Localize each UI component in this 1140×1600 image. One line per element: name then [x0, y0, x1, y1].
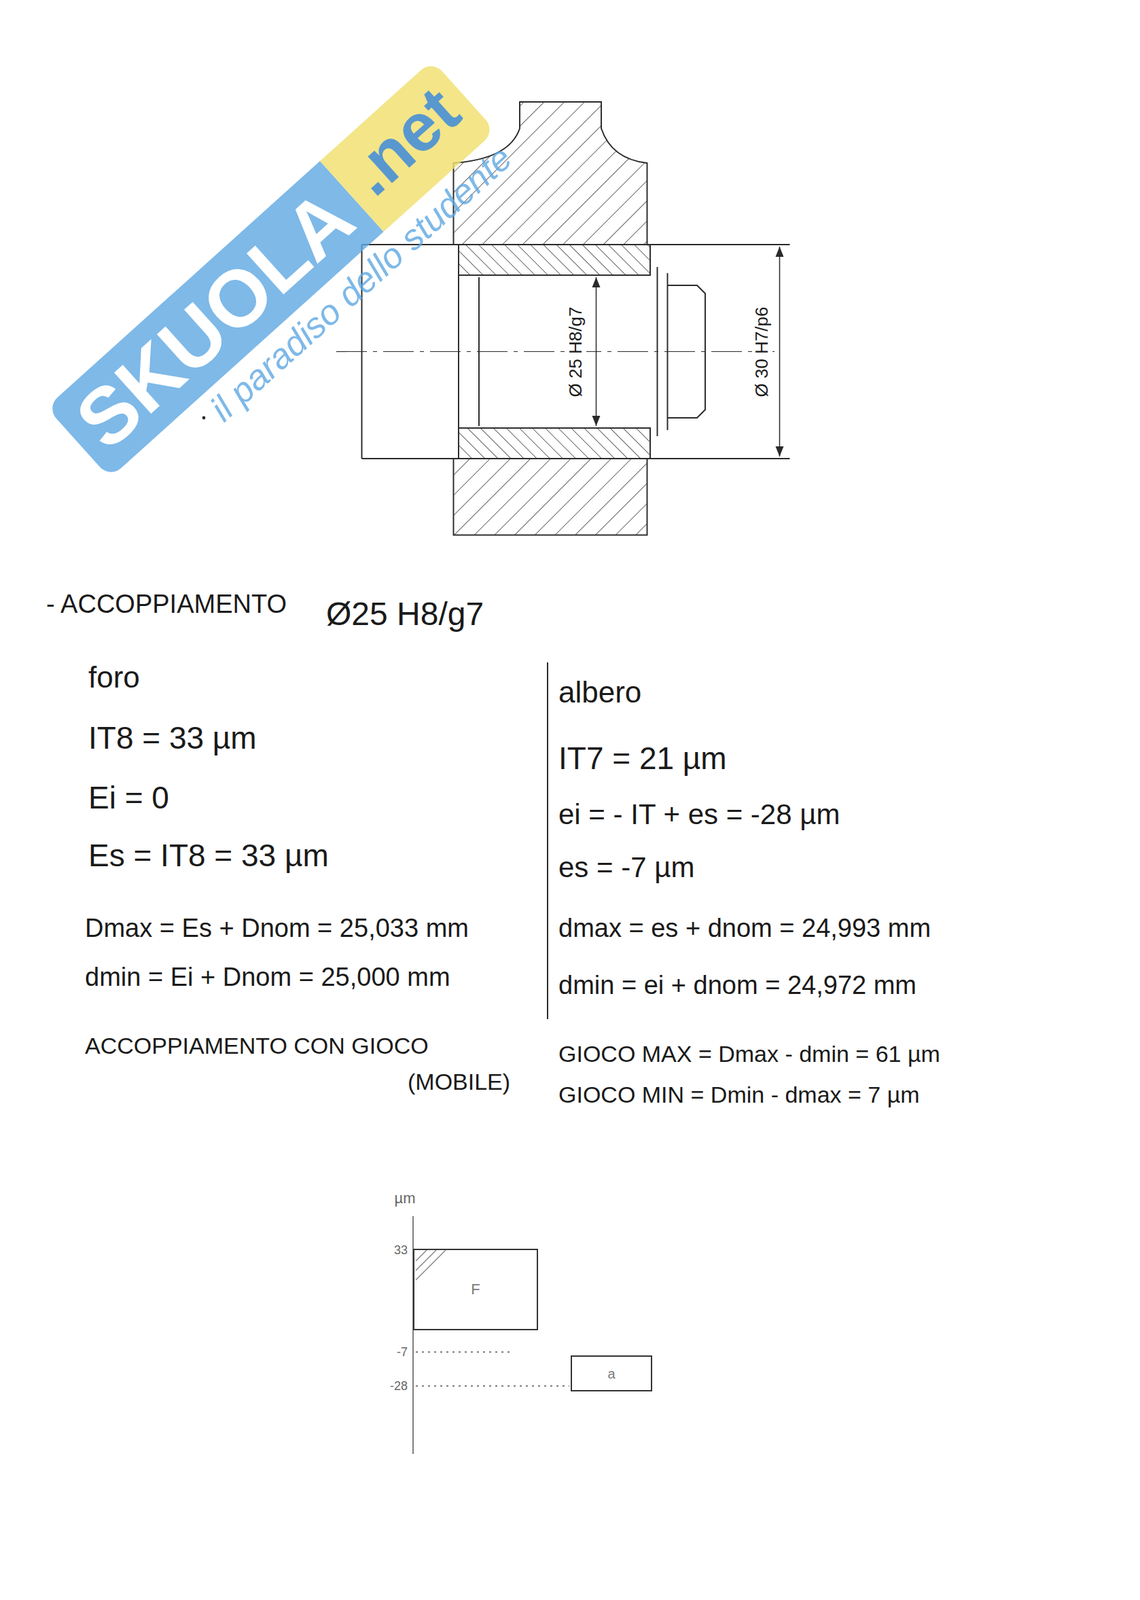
formula: GIOCO MIN = Dmin - dmax = 7 µm [558, 1081, 920, 1109]
dotted-line [415, 1385, 570, 1387]
hatch-mark [415, 1250, 446, 1280]
tolerance-chart [413, 1216, 570, 1454]
notes-lines [546, 662, 549, 1020]
dotted-line [415, 1351, 510, 1353]
hub-section [453, 458, 648, 536]
note: (MOBILE) [407, 1068, 511, 1096]
formula: ei = - IT + es = -28 µm [558, 798, 840, 831]
formula: Es = IT8 = 33 µm [88, 837, 329, 874]
heading: - ACCOPPIAMENTO [46, 589, 287, 620]
note: ACCOPPIAMENTO CON GIOCO [84, 1032, 429, 1060]
box-label: a [607, 1366, 615, 1382]
axis-unit: µm [394, 1189, 416, 1207]
formula: IT8 = 33 µm [88, 720, 257, 757]
axis-value: 33 [394, 1243, 408, 1258]
dimension-label: Ø 30 H7/p6 [752, 304, 773, 401]
bushing-section [458, 428, 651, 459]
column-heading: albero [558, 675, 642, 710]
column-heading: foro [88, 660, 140, 696]
formula: es = -7 µm [558, 851, 695, 884]
tolerance-zone-box: a [570, 1355, 653, 1392]
bushing-section [458, 244, 651, 276]
box-label: F [470, 1281, 480, 1298]
formula: Ei = 0 [88, 779, 170, 816]
column-divider [546, 662, 549, 1020]
formula: dmax = es + dnom = 24,993 mm [558, 913, 931, 944]
axis-value: -7 [396, 1345, 408, 1360]
formula: GIOCO MAX = Dmax - dmin = 61 µm [558, 1040, 941, 1068]
axis-value: -28 [389, 1379, 408, 1394]
watermark-logo: SKUOLA.net [46, 60, 496, 479]
formula: IT7 = 21 µm [558, 740, 727, 777]
dimension-line [595, 277, 598, 426]
dimension-line [779, 246, 781, 457]
watermark: SKUOLA.netil paradiso dello studente [46, 60, 525, 511]
tolerance-zone-box: F [413, 1248, 539, 1331]
formula: dmin = ei + dnom = 24,972 mm [558, 970, 917, 1001]
formula: dmin = Ei + Dnom = 25,000 mm [84, 962, 451, 993]
center-line [336, 351, 775, 352]
formula: Dmax = Es + Dnom = 25,033 mm [84, 913, 469, 944]
dimension-label: Ø 25 H8/g7 [565, 304, 587, 401]
heading: Ø25 H8/g7 [326, 595, 484, 633]
